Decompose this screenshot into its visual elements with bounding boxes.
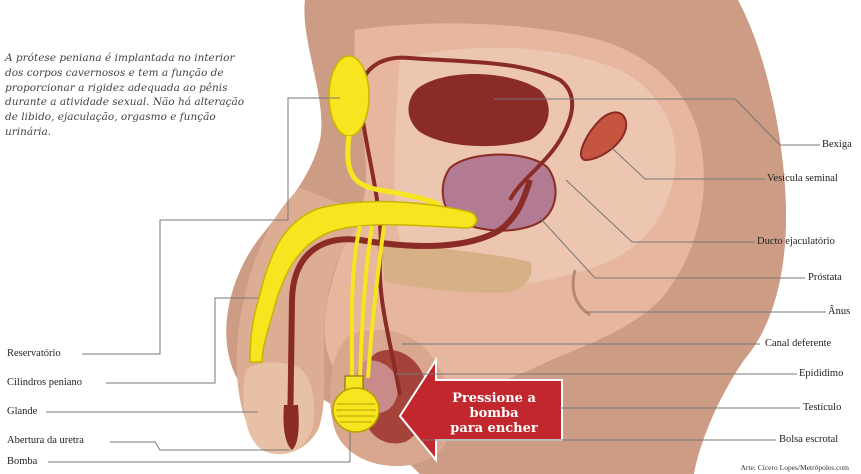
- reservoir-tube: [345, 135, 442, 208]
- label-epididimo: Epidídimo: [799, 368, 844, 379]
- urethra-tip: [283, 405, 299, 450]
- label-vesicula-seminal: Vesícula seminal: [767, 173, 838, 184]
- callout-line-2: para encher: [450, 421, 538, 436]
- seminal-vesicle: [580, 111, 628, 162]
- intro-text: A prótese peniana é implantada no interi…: [5, 52, 245, 138]
- pump-ridges: [336, 403, 376, 423]
- callout-line-1: Pressione a bomba: [452, 391, 536, 421]
- label-ducto-ejaculatorio: Ducto ejaculatório: [757, 236, 835, 247]
- label-bolsa-escrotal: Bolsa escrotal: [779, 434, 839, 445]
- urethra: [287, 179, 533, 441]
- label-abertura-uretra: Abertura da uretra: [7, 435, 84, 446]
- label-testiculo: Testículo: [803, 402, 842, 413]
- label-reservatorio: Reservatório: [7, 348, 61, 359]
- label-canal-deferente: Canal deferente: [765, 338, 832, 349]
- glans: [243, 362, 315, 455]
- pump-arrow: [398, 356, 563, 463]
- bladder: [408, 73, 549, 147]
- label-cilindros: Cilindros peniano: [7, 377, 82, 388]
- leader-lines: [46, 97, 826, 463]
- reservoir: [328, 55, 370, 137]
- implant-cylinder: [249, 200, 478, 363]
- label-bexiga: Bexiga: [822, 139, 852, 150]
- label-glande: Glande: [7, 406, 38, 417]
- credit: Arte: Cícero Lopes/Metrópoles.com: [740, 463, 849, 472]
- label-anus: Ânus: [828, 306, 851, 317]
- label-bomba: Bomba: [7, 456, 38, 467]
- pump-tubes: [349, 225, 386, 379]
- callout-text: Pressione a bomba para encher: [426, 391, 562, 436]
- label-prostata: Próstata: [808, 272, 842, 283]
- perineum-tissue: [380, 238, 532, 293]
